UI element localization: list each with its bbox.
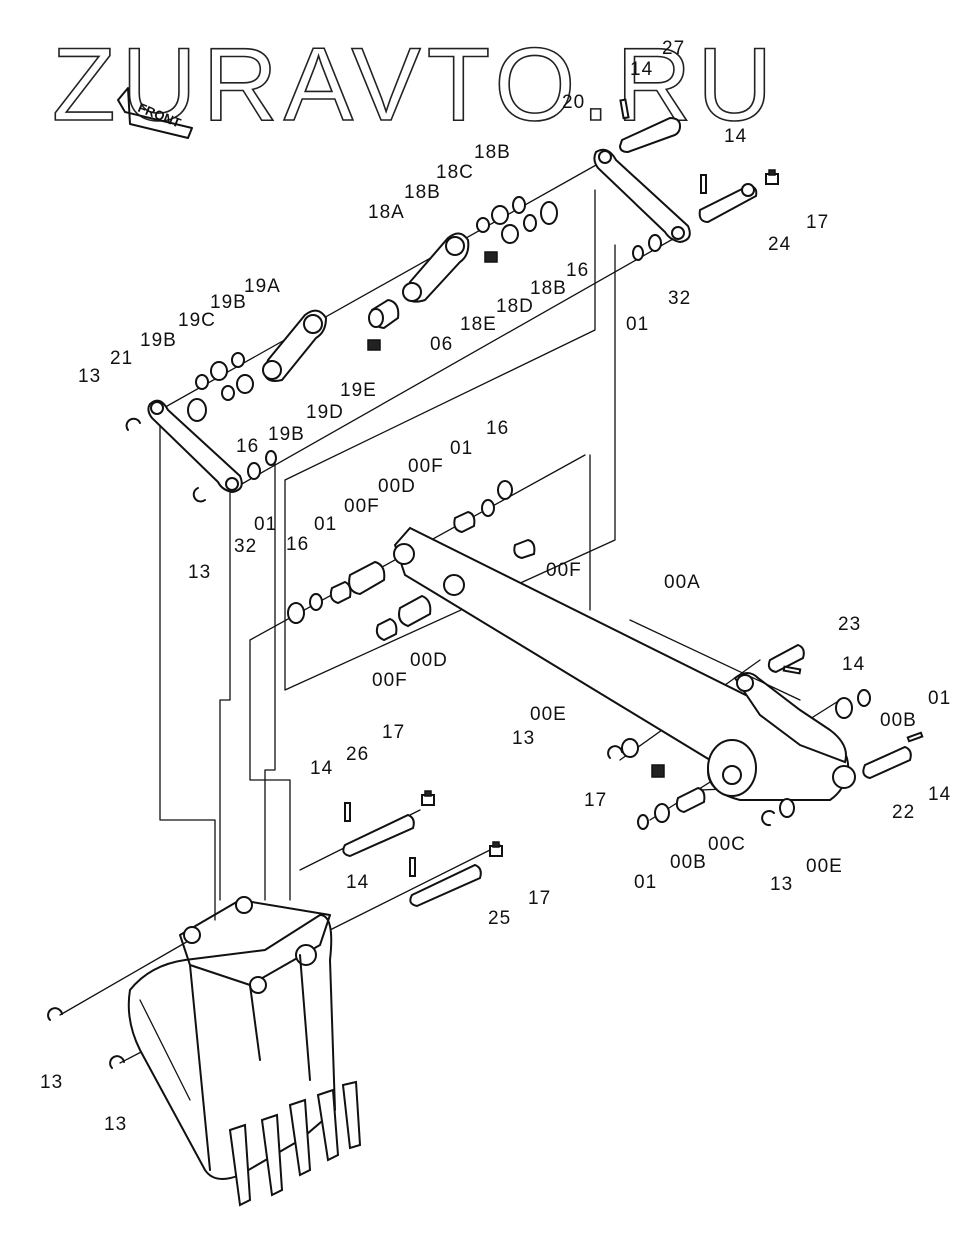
label-01: 01 bbox=[928, 688, 951, 709]
label-00E: 00E bbox=[530, 704, 567, 725]
arm-hardware bbox=[607, 643, 924, 830]
link-19A bbox=[262, 309, 328, 382]
ring-13e bbox=[47, 1007, 63, 1021]
label-01: 01 bbox=[450, 438, 473, 459]
label-14: 14 bbox=[346, 872, 369, 893]
label-17: 17 bbox=[528, 888, 551, 909]
label-16: 16 bbox=[236, 436, 259, 457]
label-14: 14 bbox=[842, 654, 865, 675]
bucket bbox=[127, 896, 362, 1207]
label-16: 16 bbox=[286, 534, 309, 555]
label-00D: 00D bbox=[378, 476, 416, 497]
label-13: 13 bbox=[40, 1072, 63, 1093]
label-18B: 18B bbox=[530, 278, 567, 299]
label-19A: 19A bbox=[244, 276, 281, 297]
label-19C: 19C bbox=[178, 310, 216, 331]
arm-00A bbox=[393, 526, 856, 801]
washers-32-01b bbox=[247, 450, 277, 480]
label-32: 32 bbox=[234, 536, 257, 557]
label-13: 13 bbox=[512, 728, 535, 749]
label-00A: 00A bbox=[664, 572, 701, 593]
label-19B: 19B bbox=[210, 292, 247, 313]
bushing-06 bbox=[368, 298, 400, 330]
boom-bushings bbox=[287, 480, 536, 642]
label-00B: 00B bbox=[880, 710, 917, 731]
label-00C: 00C bbox=[708, 834, 746, 855]
label-06: 06 bbox=[430, 334, 453, 355]
seal-16a bbox=[540, 201, 558, 225]
watermark-text: ZURAVTO.RU bbox=[52, 27, 778, 143]
label-18A: 18A bbox=[368, 202, 405, 223]
label-32: 32 bbox=[668, 288, 691, 309]
label-18B: 18B bbox=[474, 142, 511, 163]
label-27: 27 bbox=[662, 38, 685, 59]
centerlines bbox=[59, 159, 841, 1064]
label-13: 13 bbox=[188, 562, 211, 583]
label-19E: 19E bbox=[340, 380, 377, 401]
ring-13a bbox=[125, 417, 141, 431]
grease-fitting-17a bbox=[765, 169, 779, 185]
label-01: 01 bbox=[314, 514, 337, 535]
label-13: 13 bbox=[770, 874, 793, 895]
label-21: 21 bbox=[110, 348, 133, 369]
label-00E: 00E bbox=[806, 856, 843, 877]
label-01: 01 bbox=[634, 872, 657, 893]
label-00F: 00F bbox=[344, 496, 380, 517]
label-01: 01 bbox=[626, 314, 649, 335]
label-13: 13 bbox=[78, 366, 101, 387]
label-17: 17 bbox=[806, 212, 829, 233]
label-18D: 18D bbox=[496, 296, 534, 317]
label-23: 23 bbox=[838, 614, 861, 635]
label-00F: 00F bbox=[546, 560, 582, 581]
label-22: 22 bbox=[892, 802, 915, 823]
link-21 bbox=[147, 399, 243, 494]
pin-24 bbox=[698, 183, 758, 224]
link-18A bbox=[402, 232, 470, 303]
label-20: 20 bbox=[562, 92, 585, 113]
label-00D: 00D bbox=[410, 650, 448, 671]
label-19D: 19D bbox=[306, 402, 344, 423]
label-14: 14 bbox=[724, 126, 747, 147]
label-19B: 19B bbox=[140, 330, 177, 351]
label-14: 14 bbox=[928, 784, 951, 805]
label-26: 26 bbox=[346, 744, 369, 765]
label-18B: 18B bbox=[404, 182, 441, 203]
label-13: 13 bbox=[104, 1114, 127, 1135]
part-labels: 27 14 20 14 17 24 18B 18C 18B 18A 16 18B… bbox=[40, 38, 951, 1135]
label-18C: 18C bbox=[436, 162, 474, 183]
label-25: 25 bbox=[488, 908, 511, 929]
bushings-19 bbox=[195, 339, 381, 401]
bucket-teeth-icon bbox=[228, 1080, 362, 1207]
link-20 bbox=[593, 148, 691, 244]
ring-13b bbox=[192, 487, 206, 503]
label-00F: 00F bbox=[408, 456, 444, 477]
seal-16b bbox=[187, 398, 207, 422]
bucket-pins bbox=[342, 790, 503, 908]
label-00F: 00F bbox=[372, 670, 408, 691]
label-00B: 00B bbox=[670, 852, 707, 873]
bushings-18 bbox=[476, 196, 537, 263]
cotter-pin-14b bbox=[700, 174, 707, 194]
label-16: 16 bbox=[566, 260, 589, 281]
pin-27 bbox=[618, 116, 682, 154]
washers-32-01a bbox=[632, 234, 662, 261]
ring-13f bbox=[109, 1055, 125, 1069]
label-16: 16 bbox=[486, 418, 509, 439]
label-17: 17 bbox=[382, 722, 405, 743]
label-19B: 19B bbox=[268, 424, 305, 445]
cotter-pin-14a bbox=[619, 98, 630, 120]
label-18E: 18E bbox=[460, 314, 497, 335]
label-14: 14 bbox=[630, 59, 653, 80]
label-17: 17 bbox=[584, 790, 607, 811]
label-24: 24 bbox=[768, 234, 791, 255]
label-01: 01 bbox=[254, 514, 277, 535]
label-14: 14 bbox=[310, 758, 333, 779]
